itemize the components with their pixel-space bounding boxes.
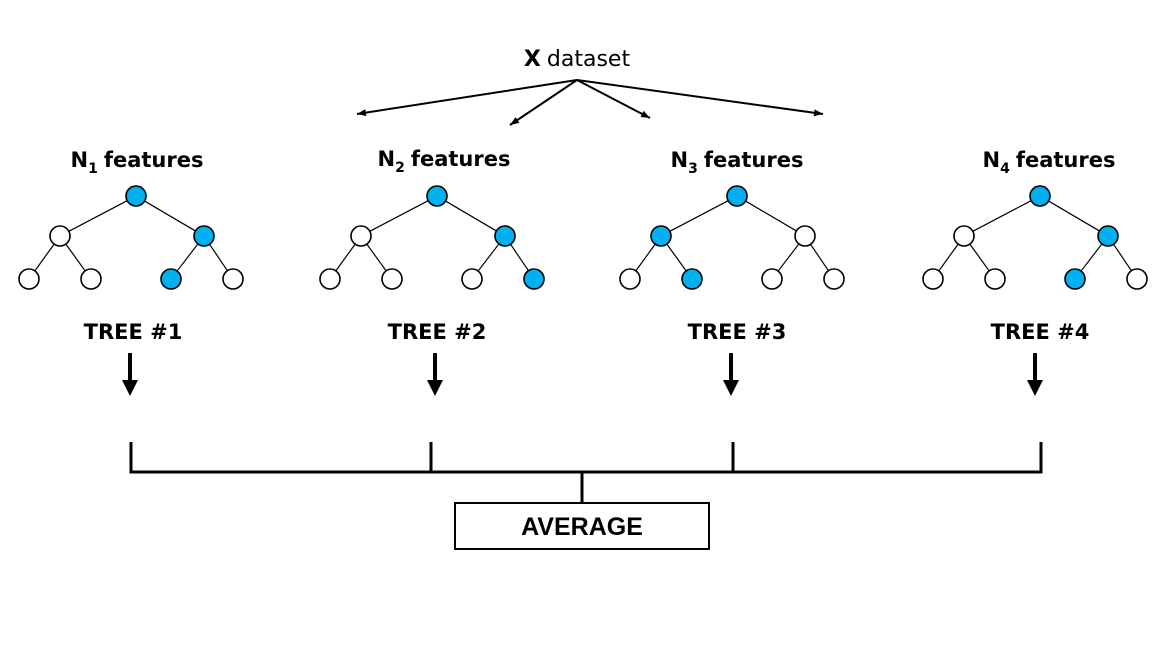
tree-node: [823, 268, 845, 290]
tree-node: [319, 268, 341, 290]
tree-edge: [144, 200, 196, 232]
tree-edge: [477, 243, 500, 272]
tree-node-selected: [160, 268, 182, 290]
tree-edge: [34, 243, 55, 272]
tree-node: [80, 268, 102, 290]
tree-nodes: [18, 185, 244, 290]
tree-node-selected: [1029, 185, 1051, 207]
tree-node-selected: [1064, 268, 1086, 290]
split-arrows: [356, 79, 824, 126]
tree-edge: [938, 243, 959, 272]
average-label: AVERAGE: [521, 513, 643, 541]
tree-nodes: [922, 185, 1148, 290]
tree-node: [619, 268, 641, 290]
tree-edge: [68, 200, 128, 232]
tree-node: [49, 225, 71, 247]
tree-label: TREE #4: [991, 320, 1090, 344]
tree-label: TREE #1: [84, 320, 183, 344]
tree-edge: [209, 243, 228, 272]
output-arrow-3: [723, 353, 739, 396]
tree-node-selected: [681, 268, 703, 290]
tree-edge: [666, 243, 687, 272]
tree-node-selected: [650, 225, 672, 247]
tree-edge: [969, 243, 990, 272]
tree-edge: [369, 200, 429, 232]
tree-edge: [1048, 200, 1100, 232]
tree-edge: [745, 200, 797, 232]
tree-node-selected: [494, 225, 516, 247]
output-arrow-1: [122, 353, 138, 396]
split-arrow-4: [576, 79, 824, 117]
dataset-symbol: X: [524, 47, 541, 72]
output-arrow-2: [427, 353, 443, 396]
tree-node: [350, 225, 372, 247]
dataset-label: dataset: [547, 47, 631, 72]
tree-label: TREE #2: [388, 320, 487, 344]
tree-node: [381, 268, 403, 290]
tree-edge: [635, 243, 656, 272]
tree-node: [922, 268, 944, 290]
tree-node: [18, 268, 40, 290]
tree-edge: [335, 243, 356, 272]
tree-edge: [176, 243, 199, 272]
tree-node-selected: [125, 185, 147, 207]
tree-edge: [1113, 243, 1132, 272]
tree-node-selected: [426, 185, 448, 207]
tree-node: [794, 225, 816, 247]
tree-node: [1126, 268, 1148, 290]
aggregation-bracket: [129, 442, 1043, 503]
tree-edge: [777, 243, 800, 272]
average-box: AVERAGE: [454, 502, 710, 550]
tree-nodes: [619, 185, 845, 290]
tree-edge: [669, 200, 729, 232]
split-arrow-1: [356, 79, 578, 117]
tree-node-selected: [726, 185, 748, 207]
tree-label: TREE #3: [688, 320, 787, 344]
tree-edge: [366, 243, 387, 272]
tree-edge: [65, 243, 86, 272]
tree-node: [984, 268, 1006, 290]
tree-node-selected: [1097, 225, 1119, 247]
tree-edge: [810, 243, 829, 272]
tree-node: [461, 268, 483, 290]
split-arrow-2: [509, 79, 578, 126]
output-arrows: [122, 353, 1043, 396]
output-arrow-4: [1027, 353, 1043, 396]
tree-edge: [445, 200, 497, 232]
tree-node-selected: [523, 268, 545, 290]
tree-edge: [1080, 243, 1103, 272]
tree-edge: [972, 200, 1032, 232]
tree-node: [761, 268, 783, 290]
tree-node: [953, 225, 975, 247]
tree-node-selected: [193, 225, 215, 247]
tree-nodes: [319, 185, 545, 290]
tree-edge: [510, 243, 529, 272]
tree-node: [222, 268, 244, 290]
split-arrow-3: [576, 79, 651, 119]
average-box-frame: [454, 502, 710, 550]
